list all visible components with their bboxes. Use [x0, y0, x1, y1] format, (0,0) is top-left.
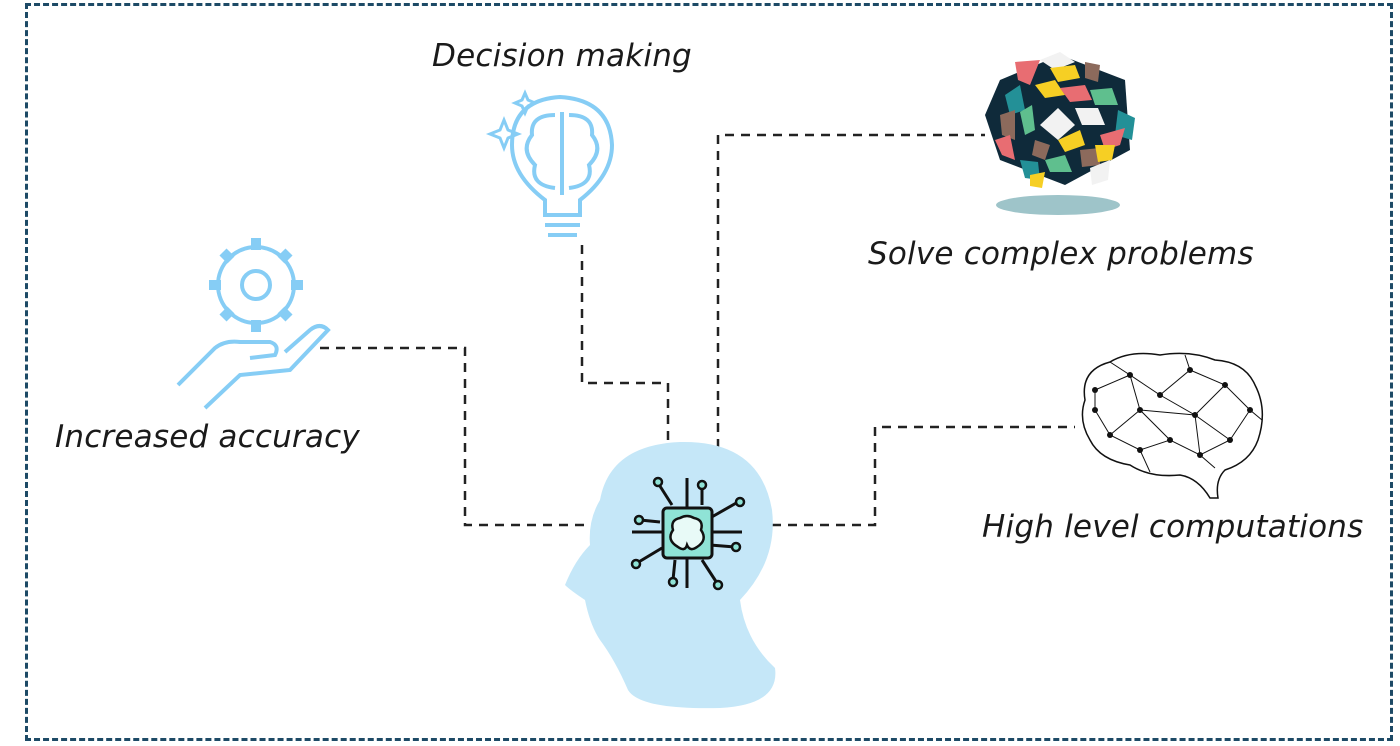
connector-accuracy: [320, 346, 585, 527]
label-high-level-computations: High level computations: [982, 509, 1364, 545]
connector-computations: [772, 425, 1075, 527]
connector-solve: [716, 133, 985, 448]
label-solve-complex-problems: Solve complex problems: [868, 236, 1254, 272]
label-decision-making: Decision making: [432, 38, 692, 74]
rubiks-cube-icon: [985, 52, 1135, 215]
connector-decision: [580, 245, 670, 440]
ai-head-chip-icon: [565, 441, 776, 709]
lightbulb-brain-icon: [485, 89, 615, 237]
gear-in-hand-icon: [176, 238, 331, 410]
dashed-frame: [25, 3, 1393, 741]
neural-network-brain-icon: [1081, 352, 1264, 499]
label-increased-accuracy: Increased accuracy: [55, 419, 360, 455]
